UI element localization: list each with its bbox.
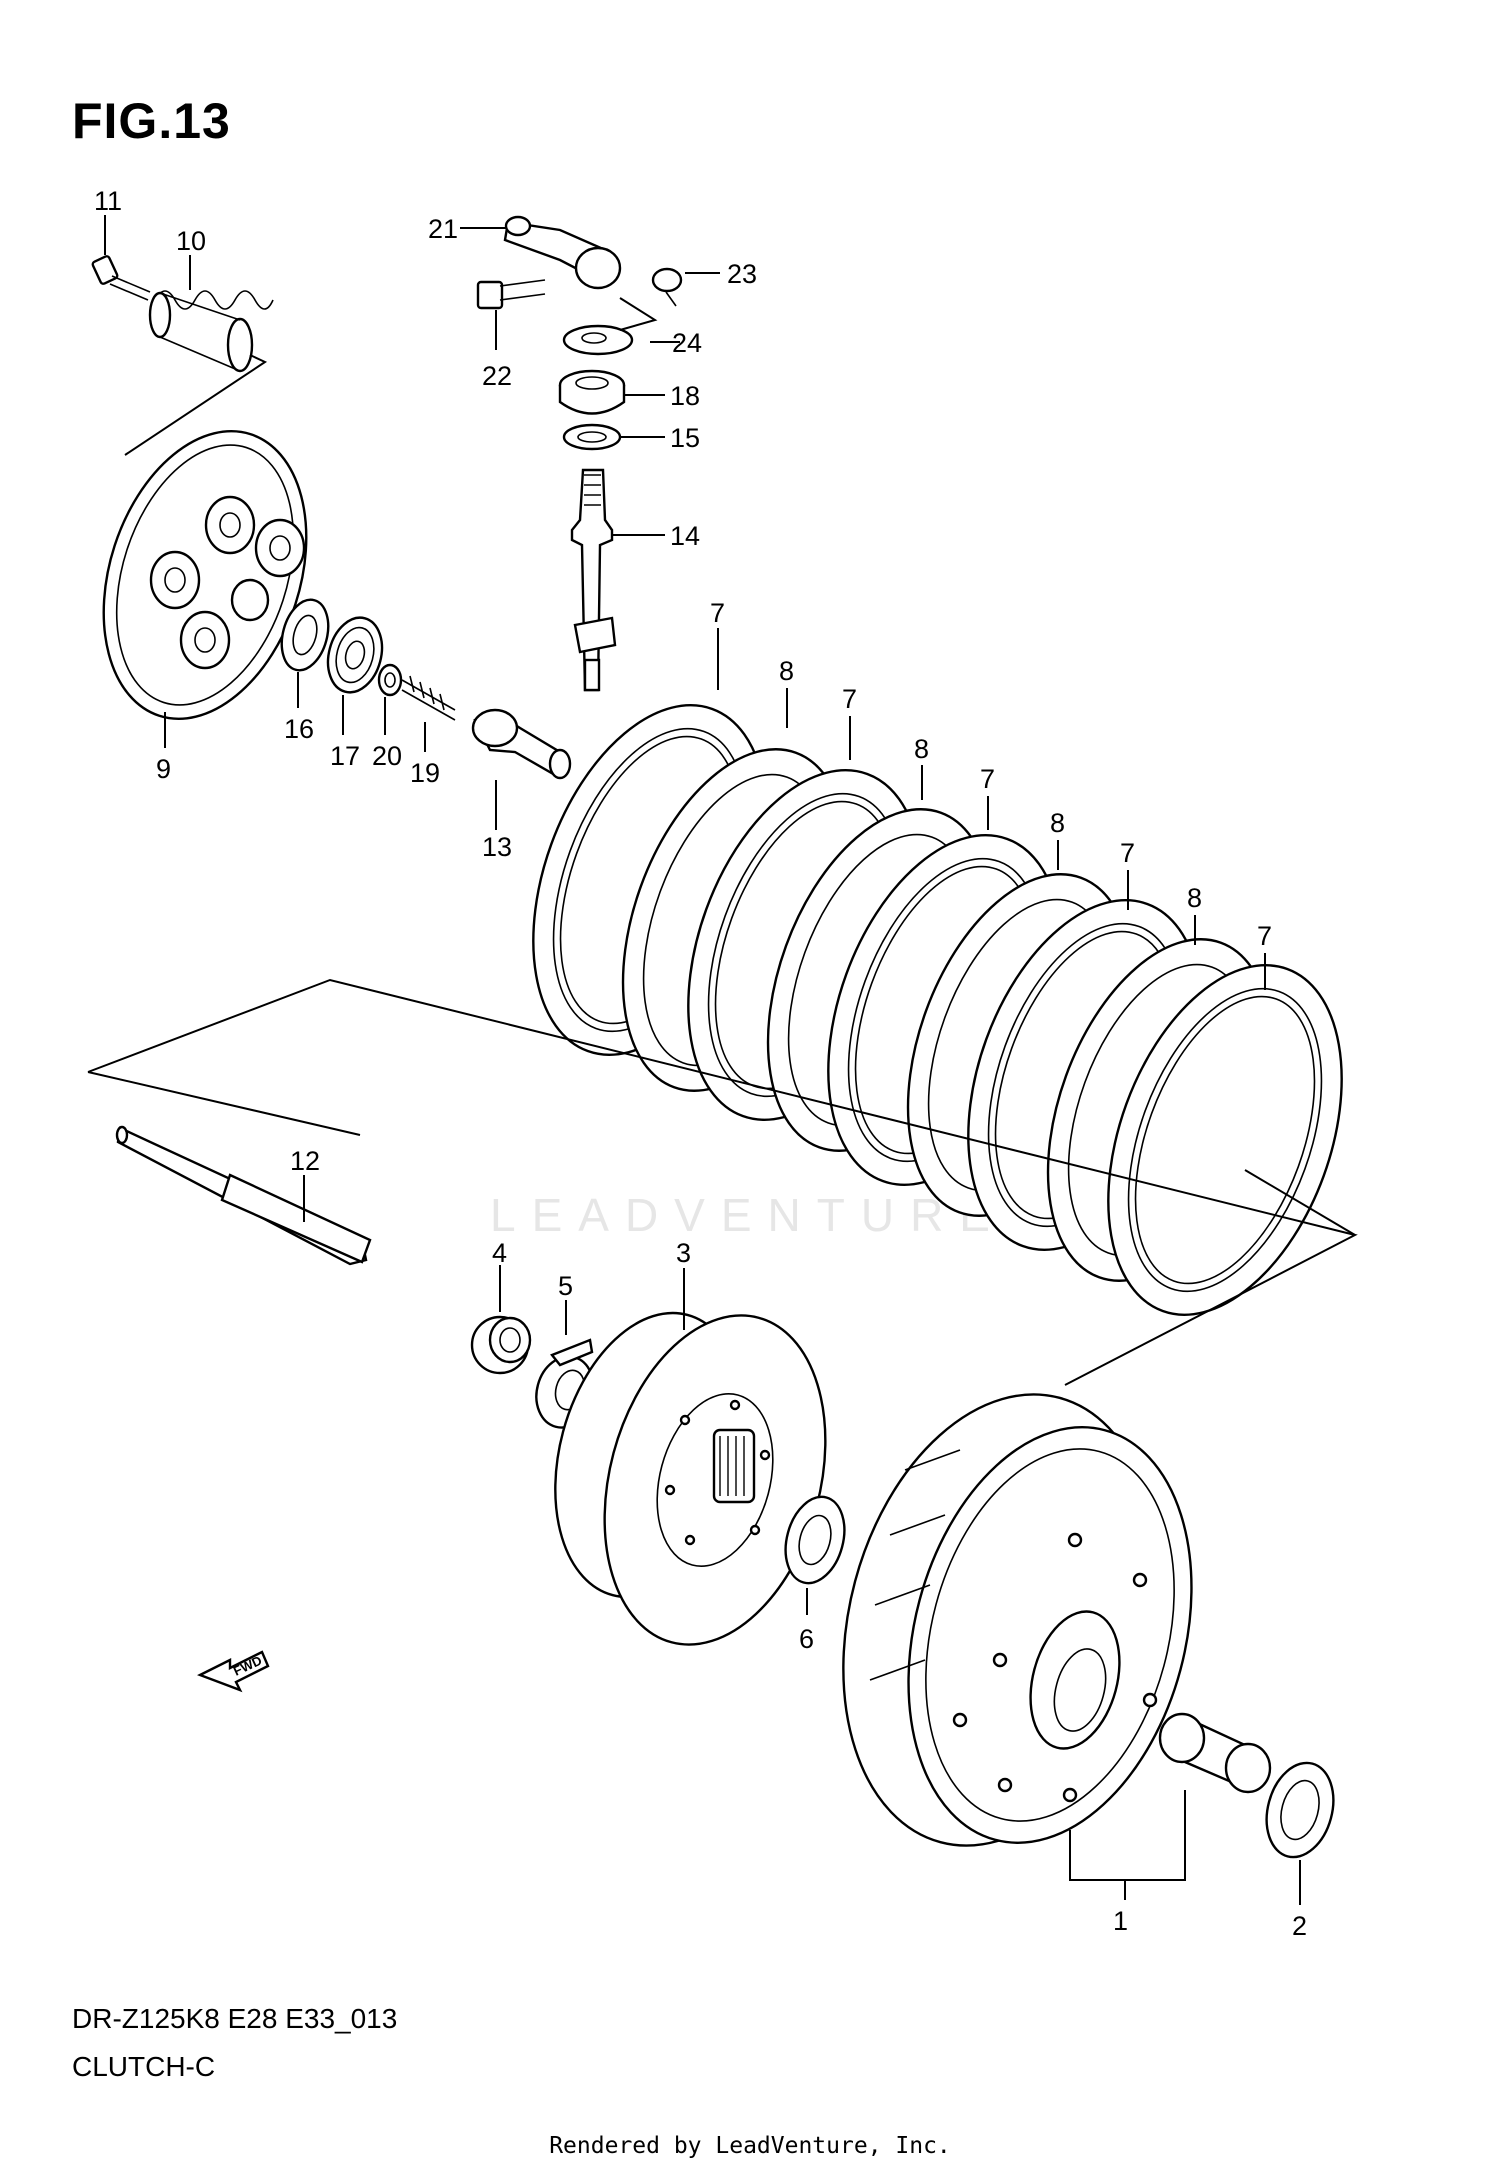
callout-14: 14 <box>670 521 700 551</box>
callout-4: 4 <box>492 1238 507 1268</box>
callout-3: 3 <box>676 1238 691 1268</box>
callout-11: 11 <box>94 186 122 216</box>
group-bracket-left <box>87 1071 361 1136</box>
pushrod-piece-13[interactable] <box>471 708 572 780</box>
pressure-plate-9[interactable] <box>69 405 341 745</box>
primary-driven-gear-housing-1[interactable] <box>796 1359 1236 1881</box>
callout-8-d: 8 <box>1187 883 1202 913</box>
footer-credit: Rendered by LeadVenture, Inc. <box>549 2133 951 2159</box>
callout-17: 17 <box>330 741 360 771</box>
model-code: DR-Z125K8 E28 E33_013 <box>72 2003 398 2034</box>
callout-8-b: 8 <box>914 734 929 764</box>
release-arm-21[interactable] <box>503 215 622 290</box>
callout-7-c: 7 <box>980 764 995 794</box>
washer-15[interactable] <box>562 423 622 451</box>
washer-16[interactable] <box>274 595 335 676</box>
watermark: LEADVENTURE <box>490 1189 1006 1241</box>
callout-16: 16 <box>284 714 314 744</box>
callout-7-d: 7 <box>1120 838 1135 868</box>
group-bracket-right <box>1244 1169 1356 1236</box>
bolt-11[interactable] <box>91 215 151 301</box>
callout-22: 22 <box>482 361 512 391</box>
fwd-arrow-icon: FWD <box>197 1650 270 1693</box>
group-bracket <box>87 978 1358 1386</box>
callout-1: 1 <box>1113 1906 1128 1936</box>
callout-8-a: 8 <box>779 656 794 686</box>
callout-7-a: 7 <box>710 598 725 628</box>
misc-leaders <box>164 672 426 752</box>
oil-seal-18[interactable] <box>558 369 626 415</box>
section-name: CLUTCH-C <box>72 2051 216 2082</box>
nut-20[interactable] <box>377 663 403 697</box>
clutch-sleeve-hub-3[interactable] <box>526 1291 860 1670</box>
callout-13: 13 <box>482 832 512 862</box>
plate-24[interactable] <box>562 324 634 356</box>
leader-1 <box>1069 1790 1186 1881</box>
callout-15: 15 <box>670 423 700 453</box>
pushrod-adjuster-19[interactable] <box>401 675 456 721</box>
callout-19: 19 <box>410 758 440 788</box>
callout-18: 18 <box>670 381 700 411</box>
callout-12: 12 <box>290 1146 320 1176</box>
callouts: 1 2 3 4 5 6 7 8 7 8 7 8 7 8 7 9 10 11 12… <box>94 186 1307 1941</box>
callout-7-e: 7 <box>1257 921 1272 951</box>
callout-10: 10 <box>176 226 206 256</box>
callout-8-c: 8 <box>1050 808 1065 838</box>
thrust-washer-6[interactable] <box>777 1490 854 1589</box>
spring-10[interactable] <box>148 255 274 373</box>
leader-24 <box>619 297 680 343</box>
screw-23[interactable] <box>651 267 683 307</box>
callout-7-b: 7 <box>842 684 857 714</box>
drive-plate-7-e[interactable] <box>1064 933 1386 1347</box>
callout-24: 24 <box>672 328 702 358</box>
leader-10-9 <box>124 354 268 456</box>
bolt-22[interactable] <box>476 279 546 310</box>
plate-leaders <box>717 628 1266 990</box>
pushrod-12[interactable] <box>115 1125 372 1266</box>
callout-5: 5 <box>558 1271 573 1301</box>
callout-23: 23 <box>727 259 757 289</box>
clutch-plate-stack <box>532 704 1386 1347</box>
spacer-sleeve[interactable] <box>1158 1712 1272 1794</box>
callout-20: 20 <box>372 741 402 771</box>
callout-6: 6 <box>799 1624 814 1654</box>
nut-4[interactable] <box>470 1315 532 1375</box>
callout-9: 9 <box>156 754 171 784</box>
callout-21: 21 <box>428 214 458 244</box>
washer-2[interactable] <box>1257 1755 1344 1864</box>
callout-2: 2 <box>1292 1911 1307 1941</box>
bearing-17[interactable] <box>320 612 390 699</box>
figure-title: FIG.13 <box>72 93 231 149</box>
release-shaft-14[interactable] <box>570 468 617 692</box>
